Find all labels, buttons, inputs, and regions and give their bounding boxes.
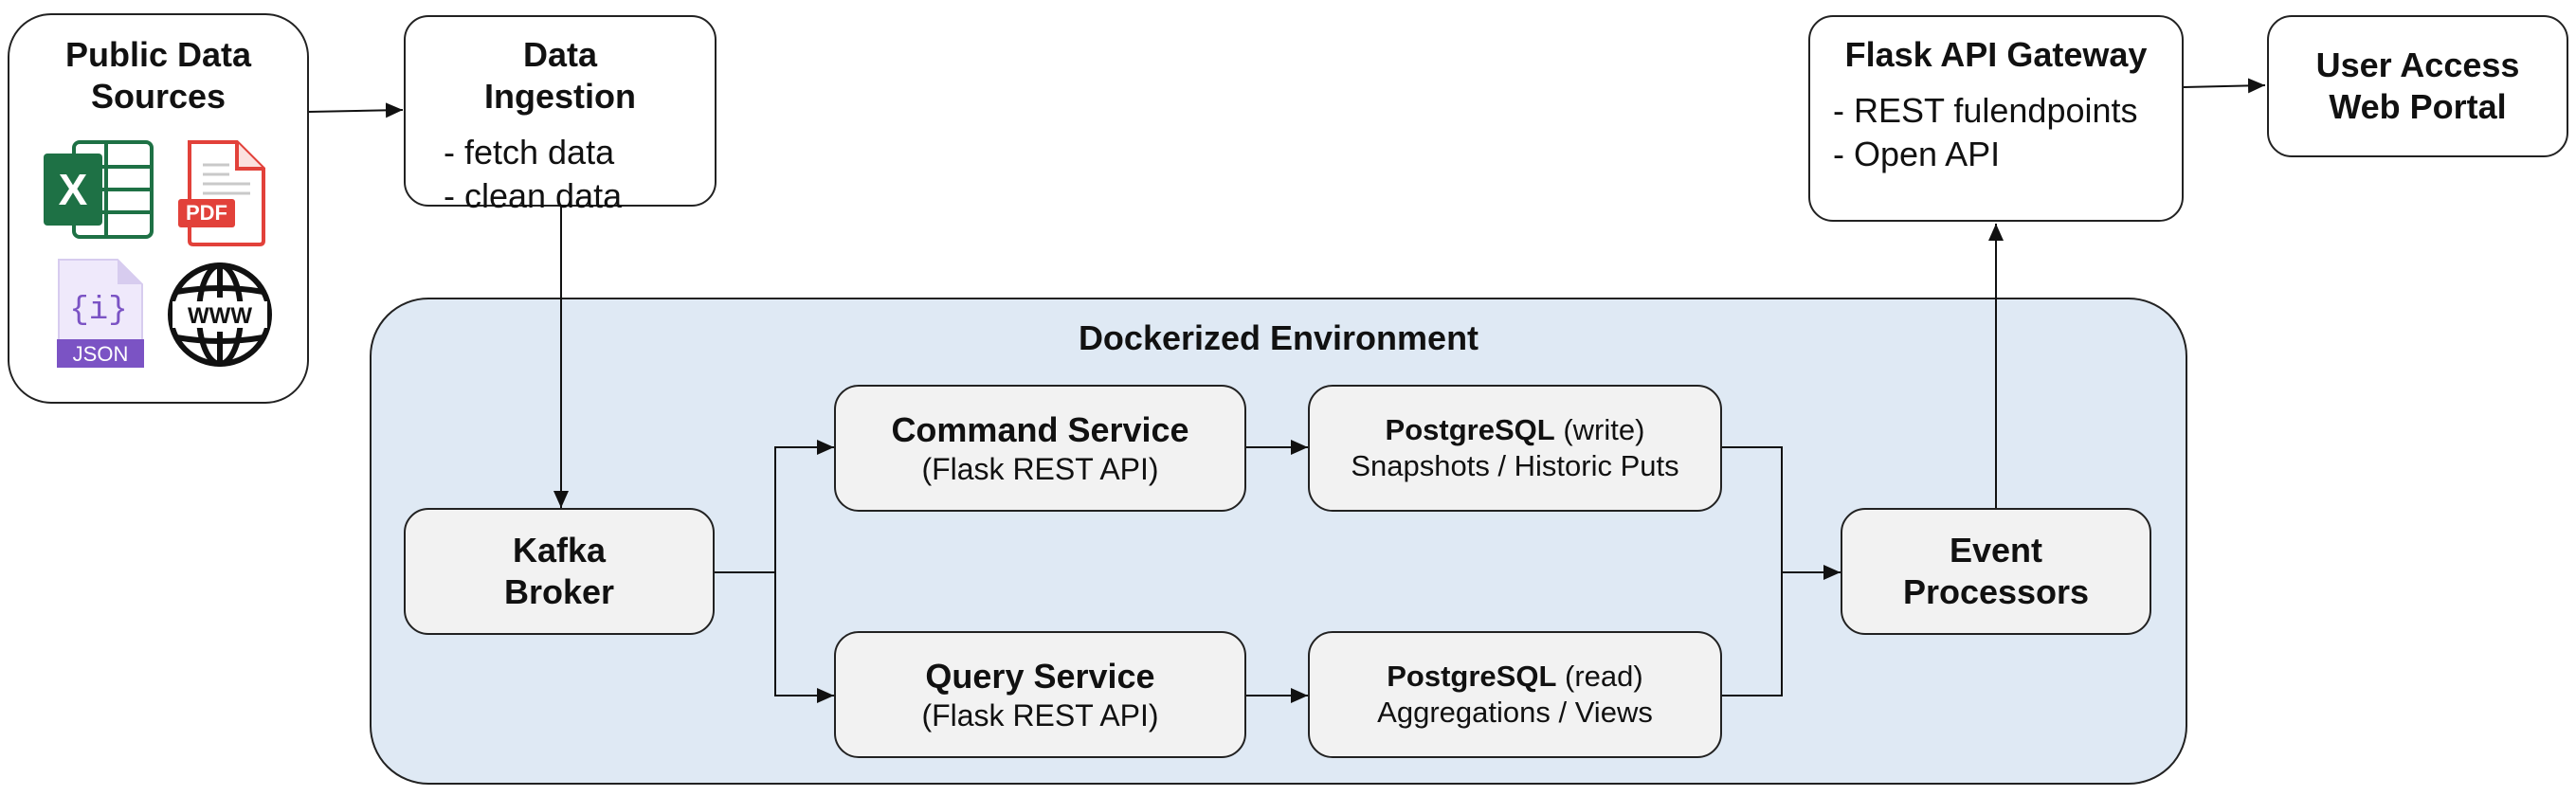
kafka-broker-title: Kafka Broker bbox=[503, 531, 615, 611]
postgresql-write-name: PostgreSQL bbox=[1385, 413, 1555, 446]
query-service-subtitle: (Flask REST API) bbox=[921, 698, 1159, 733]
event-processors-title: Event Processors bbox=[1902, 531, 2090, 611]
user-access-web-portal-node: User Access Web Portal bbox=[2267, 15, 2568, 157]
postgresql-read-name: PostgreSQL bbox=[1387, 660, 1557, 693]
arrow-pg-read-to-events bbox=[1722, 572, 1783, 696]
ingestion-step: - fetch data bbox=[444, 133, 615, 172]
data-ingestion-title: Data Ingestion bbox=[484, 35, 636, 116]
arrow-kafka-to-query bbox=[774, 572, 834, 703]
arrow-pg-write-to-events bbox=[1722, 446, 1841, 580]
postgresql-read-node: PostgreSQL (read) Aggregations / Views bbox=[1308, 631, 1722, 758]
event-processors-node: Event Processors bbox=[1841, 508, 2151, 635]
ingestion-step: - clean data bbox=[444, 176, 623, 215]
postgresql-read-detail: Aggregations / Views bbox=[1377, 696, 1653, 729]
postgresql-write-heading: PostgreSQL (write) bbox=[1386, 412, 1645, 448]
excel-icon: X bbox=[42, 140, 155, 244]
svg-text:WWW: WWW bbox=[188, 303, 252, 329]
public-data-sources-title: Public Data Sources bbox=[64, 35, 252, 116]
flask-api-gateway-node: Flask API Gateway - REST fulendpoints - … bbox=[1808, 15, 2184, 222]
flask-api-gateway-title: Flask API Gateway bbox=[1844, 35, 2148, 74]
query-service-title: Query Service bbox=[925, 657, 1155, 696]
kafka-broker-node: Kafka Broker bbox=[404, 508, 715, 635]
pdf-icon: PDF bbox=[176, 140, 267, 251]
flask-api-gateway-features: - REST fulendpoints - Open API bbox=[1833, 89, 2138, 176]
command-service-title: Command Service bbox=[891, 410, 1189, 449]
command-service-node: Command Service (Flask REST API) bbox=[834, 385, 1246, 512]
command-service-subtitle: (Flask REST API) bbox=[921, 452, 1159, 486]
json-icon: {i} JSON bbox=[55, 258, 146, 374]
svg-text:X: X bbox=[59, 165, 88, 214]
environment-title: Dockerized Environment bbox=[1078, 318, 1479, 357]
postgresql-read-heading: PostgreSQL (read) bbox=[1387, 659, 1642, 695]
svg-text:JSON: JSON bbox=[73, 342, 129, 366]
user-access-web-portal-title: User Access Web Portal bbox=[2315, 45, 2520, 126]
svg-text:{i}: {i} bbox=[69, 293, 127, 329]
arrow-gateway-to-portal bbox=[2183, 78, 2266, 94]
postgresql-write-mode: (write) bbox=[1563, 413, 1645, 446]
postgresql-read-mode: (read) bbox=[1565, 660, 1643, 693]
svg-text:PDF: PDF bbox=[186, 201, 227, 225]
www-globe-icon: WWW bbox=[165, 260, 275, 374]
gateway-feature: - Open API bbox=[1833, 135, 2001, 173]
arrow-kafka-to-command bbox=[715, 440, 834, 573]
data-ingestion-steps: - fetch data - clean data bbox=[444, 131, 622, 218]
postgresql-write-node: PostgreSQL (write) Snapshots / Historic … bbox=[1308, 385, 1722, 512]
data-ingestion-node: Data Ingestion - fetch data - clean data bbox=[404, 15, 717, 215]
gateway-feature: - REST fulendpoints bbox=[1833, 91, 2138, 130]
postgresql-write-detail: Snapshots / Historic Puts bbox=[1351, 449, 1679, 482]
arrow-sources-to-ingestion bbox=[307, 102, 404, 118]
query-service-node: Query Service (Flask REST API) bbox=[834, 631, 1246, 758]
